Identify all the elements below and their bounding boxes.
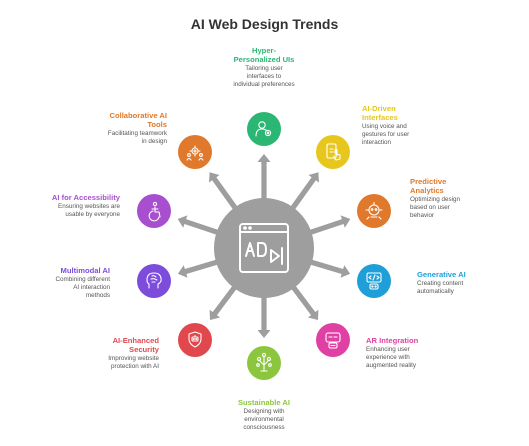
node-multimodal bbox=[137, 264, 171, 298]
arrow-hyper bbox=[257, 154, 271, 202]
label-generative-title: Generative AI bbox=[417, 270, 466, 279]
arrow-security bbox=[209, 283, 239, 320]
accessibility-icon bbox=[148, 201, 161, 222]
node-circle-predictive bbox=[357, 194, 391, 228]
arrow-accessibility bbox=[177, 215, 222, 236]
node-generative bbox=[357, 264, 391, 298]
leaf-network-icon bbox=[256, 352, 272, 372]
central-hub bbox=[214, 198, 314, 298]
node-circle-generative bbox=[357, 264, 391, 298]
code-robot-icon bbox=[366, 272, 382, 290]
diagram-title: AI Web Design Trends bbox=[190, 16, 339, 32]
node-hyper bbox=[247, 112, 281, 146]
node-collaborative bbox=[178, 135, 212, 169]
hub-circle bbox=[214, 198, 314, 298]
hub-ai-window-icon bbox=[239, 223, 289, 273]
user-gear-icon bbox=[255, 121, 272, 137]
label-hyper-title: Hyper-Personalized UIs bbox=[233, 46, 295, 64]
node-ar bbox=[316, 323, 350, 357]
team-gear-icon bbox=[186, 145, 204, 161]
arrow-predictive bbox=[306, 215, 351, 236]
shield-robot-icon bbox=[188, 331, 202, 348]
arrows-layer bbox=[177, 154, 351, 338]
node-security bbox=[178, 323, 212, 357]
node-circle-security bbox=[178, 323, 212, 357]
nodes-layer bbox=[137, 112, 391, 380]
label-multimodal-title: Multimodal AI bbox=[60, 266, 111, 275]
node-circle-ar bbox=[316, 323, 350, 357]
node-accessibility bbox=[137, 194, 171, 228]
node-predictive bbox=[357, 194, 391, 228]
predictive-robot-icon bbox=[365, 201, 383, 220]
head-brain-icon bbox=[146, 272, 162, 289]
arrow-ar bbox=[289, 283, 319, 320]
label-accessibility-title: AI for Accessibility bbox=[51, 193, 120, 202]
arrow-multimodal bbox=[177, 258, 221, 278]
label-sustainable-title: Sustainable AI bbox=[237, 398, 291, 407]
node-ai-driven bbox=[316, 135, 350, 169]
label-accessibility: AI for Accessibility Ensuring websites a… bbox=[10, 193, 120, 219]
node-circle-accessibility bbox=[137, 194, 171, 228]
arrow-sustainable bbox=[257, 294, 271, 338]
node-circle-multimodal bbox=[137, 264, 171, 298]
node-sustainable bbox=[247, 346, 281, 380]
voice-gesture-icon bbox=[326, 143, 341, 161]
ar-headset-icon bbox=[325, 332, 341, 349]
label-ar-title: AR Integration bbox=[366, 336, 419, 345]
arrow-collaborative bbox=[209, 172, 240, 213]
arrow-generative bbox=[307, 258, 351, 278]
arrow-ai-driven bbox=[288, 172, 319, 213]
